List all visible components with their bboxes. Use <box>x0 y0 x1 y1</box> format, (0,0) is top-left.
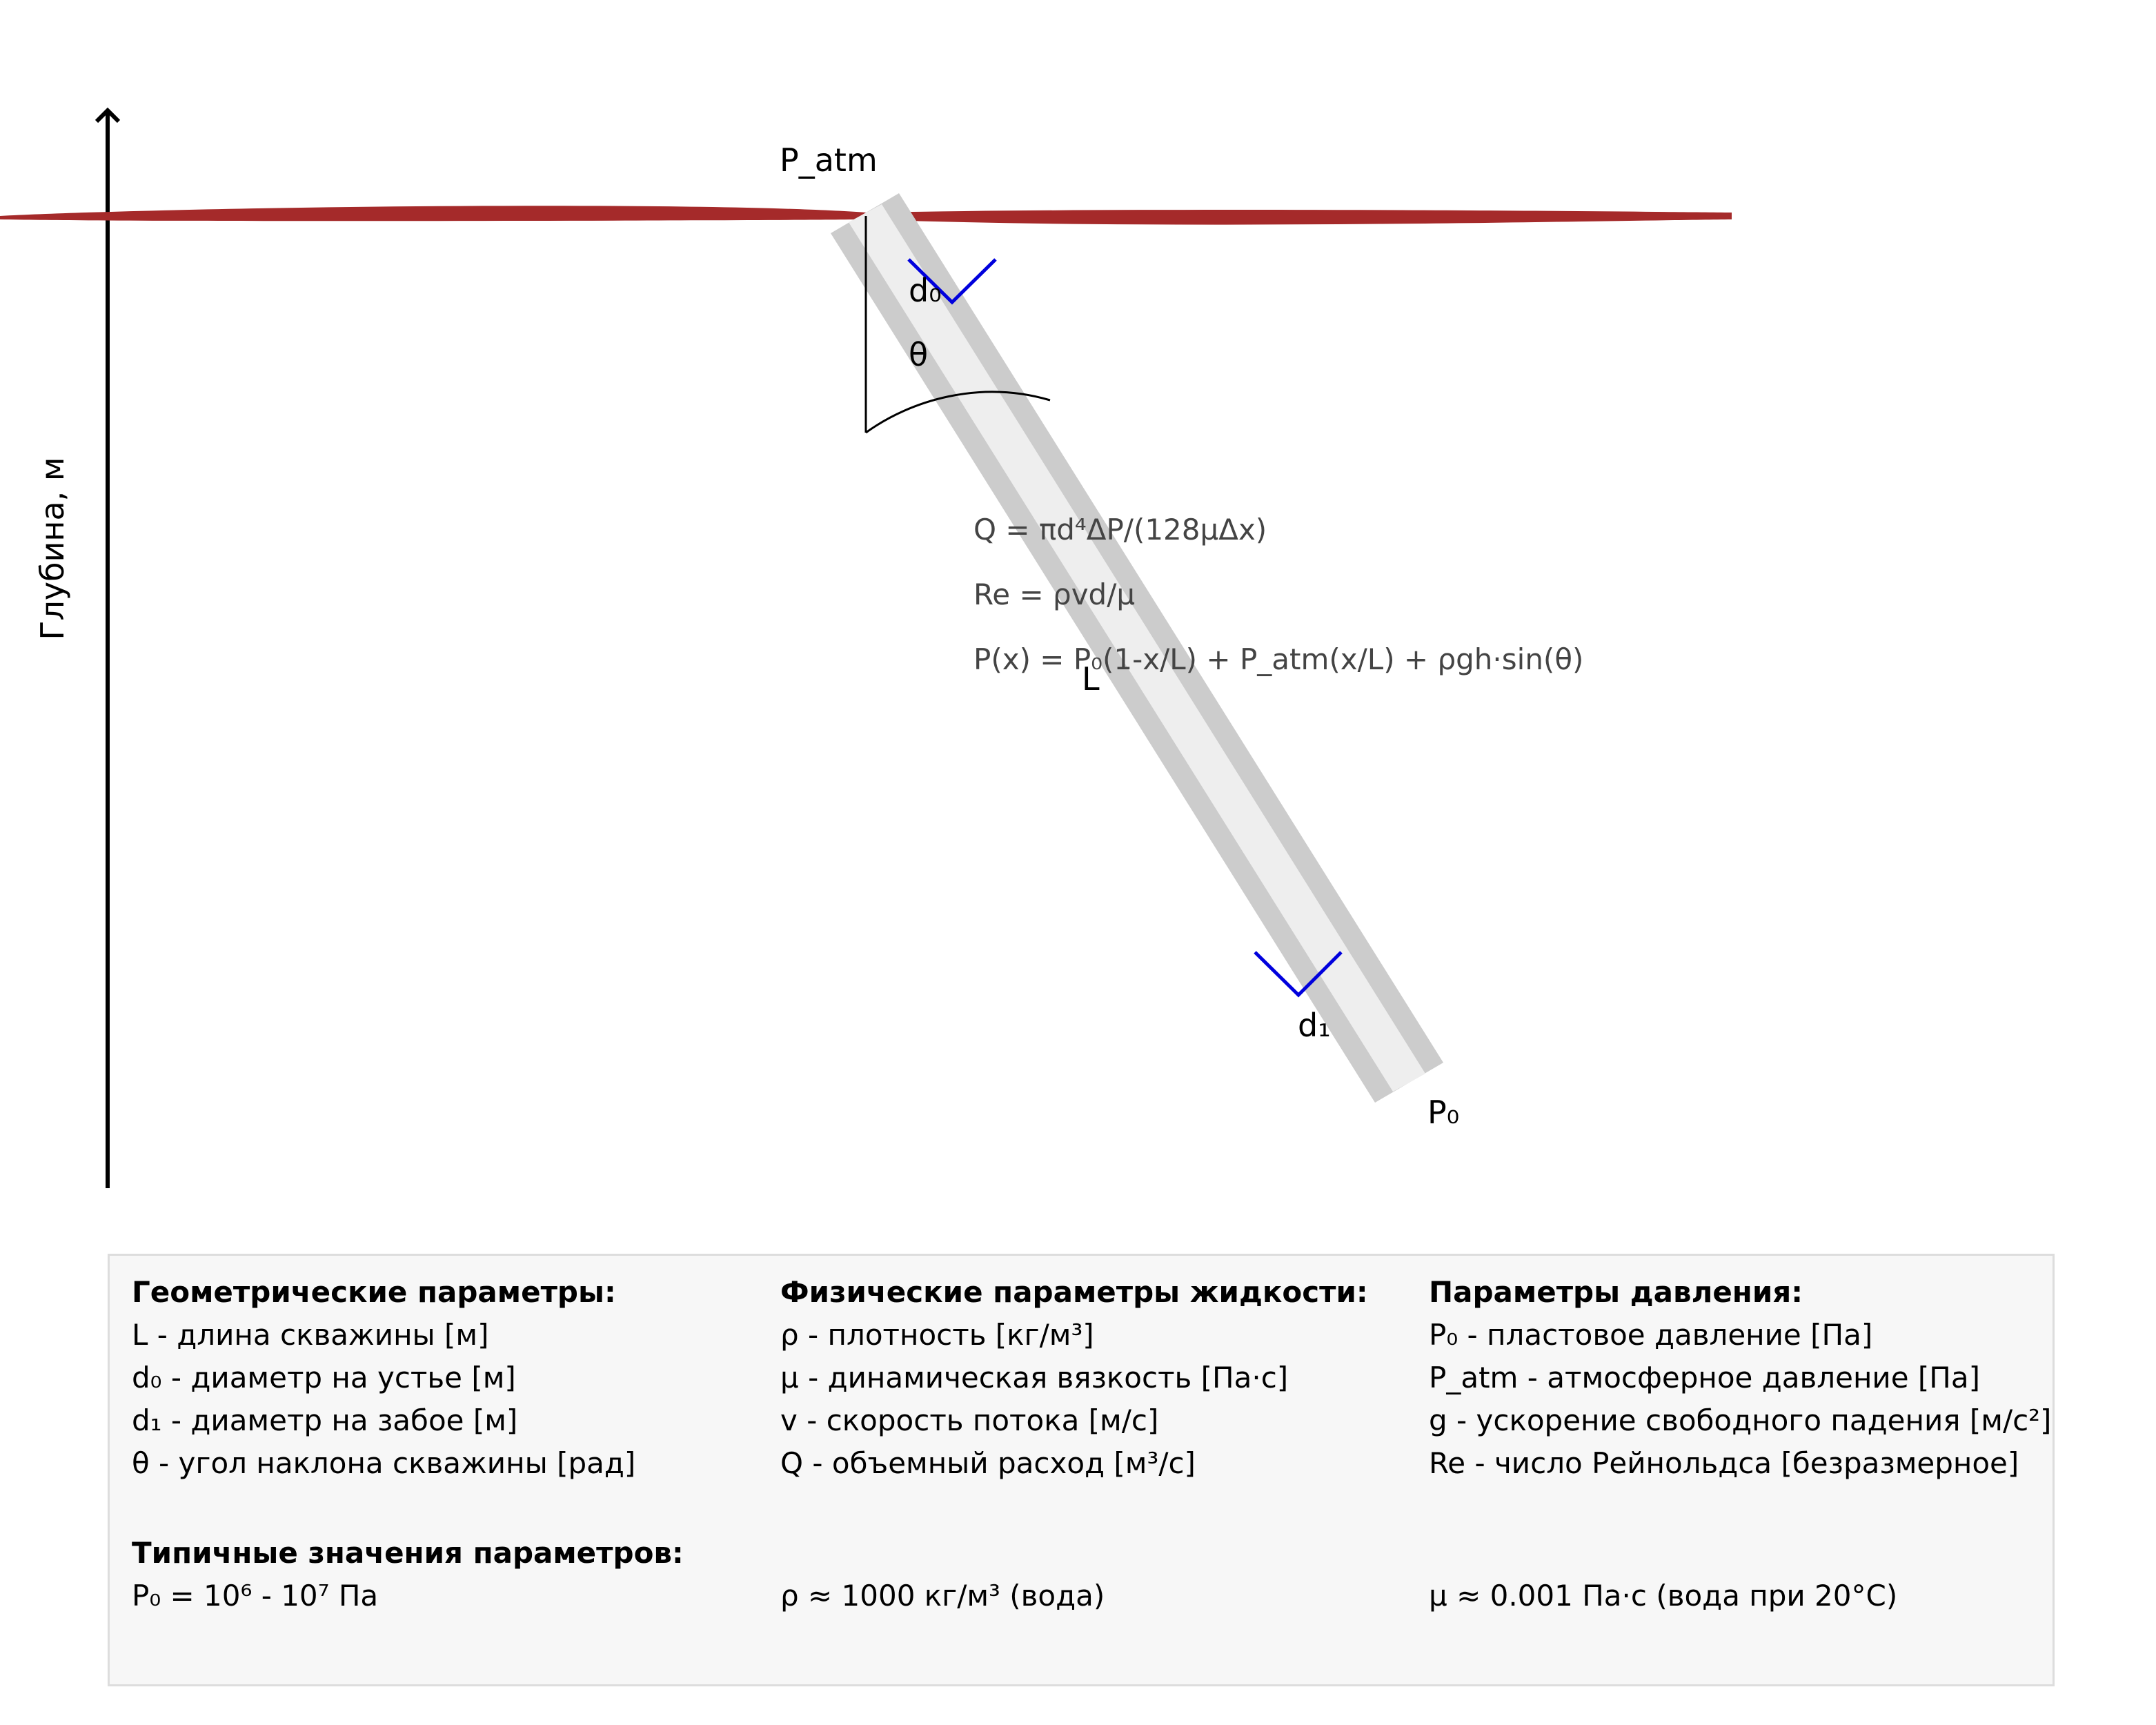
typical-values-block: Типичные значения параметров: P₀ = 10⁶ -… <box>132 1532 684 1617</box>
depth-axis-arrow <box>95 107 121 124</box>
legend-item: Q - объемный расход [м³/с] <box>780 1446 1196 1480</box>
legend-column-title: Физические параметры жидкости: <box>780 1275 1368 1309</box>
d1-diameter-marker <box>1254 951 1343 998</box>
p-atm-label: P_atm <box>780 141 878 179</box>
reynolds-formula: Re = ρvd/μ <box>973 578 1135 611</box>
theta-label: θ <box>909 336 928 373</box>
parameters-legend: Геометрические параметры: L - длина сква… <box>108 1254 2055 1686</box>
legend-item: ρ - плотность [кг/м³] <box>780 1318 1094 1352</box>
legend-item: d₁ - диаметр на забое [м] <box>132 1403 518 1437</box>
legend-item: d₀ - диаметр на устье [м] <box>132 1361 516 1394</box>
p0-label: P₀ <box>1427 1094 1459 1131</box>
legend-item: v - скорость потока [м/с] <box>780 1403 1159 1437</box>
pressure-formula: P(x) = P₀(1-x/L) + P_atm(x/L) + ρgh·sin(… <box>973 642 1583 676</box>
flow-rate-formula: Q = πd⁴ΔP/(128μΔx) <box>973 513 1267 546</box>
depth-axis-label: Глубина, м <box>34 457 71 640</box>
length-label: L <box>1082 660 1100 698</box>
typical-values-title: Типичные значения параметров: <box>132 1536 684 1570</box>
legend-item: μ - динамическая вязкость [Па·с] <box>780 1361 1289 1394</box>
typical-value-viscosity: μ ≈ 0.001 Па·с (вода при 20°C) <box>1429 1575 1897 1617</box>
legend-column-title: Параметры давления: <box>1429 1275 1803 1309</box>
legend-item: P_atm - атмосферное давление [Па] <box>1429 1361 1980 1394</box>
legend-column-fluid: Физические параметры жидкости: ρ - плотн… <box>780 1271 1368 1485</box>
legend-column-pressure: Параметры давления: P₀ - пластовое давле… <box>1429 1271 2051 1485</box>
theta-angle-arc <box>865 391 1051 434</box>
legend-column-geometry: Геометрические параметры: L - длина сква… <box>132 1271 635 1485</box>
well-pipe-bore <box>849 204 1425 1092</box>
legend-item: θ - угол наклона скважины [рад] <box>132 1446 636 1480</box>
d0-diameter-marker <box>907 258 997 305</box>
d0-label: d₀ <box>909 272 942 309</box>
legend-item: L - длина скважины [м] <box>132 1318 489 1352</box>
typical-value: μ ≈ 0.001 Па·с (вода при 20°C) <box>1429 1579 1898 1613</box>
legend-item: P₀ - пластовое давление [Па] <box>1429 1318 1873 1352</box>
legend-item: Re - число Рейнольдса [безразмерное] <box>1429 1446 2019 1480</box>
typical-value: P₀ = 10⁶ - 10⁷ Па <box>132 1579 379 1613</box>
typical-value: ρ ≈ 1000 кг/м³ (вода) <box>780 1579 1105 1613</box>
legend-column-title: Геометрические параметры: <box>132 1275 616 1309</box>
typical-value-density: ρ ≈ 1000 кг/м³ (вода) <box>780 1575 1105 1617</box>
d1-label: d₁ <box>1298 1007 1331 1044</box>
legend-item: g - ускорение свободного падения [м/с²] <box>1429 1403 2052 1437</box>
